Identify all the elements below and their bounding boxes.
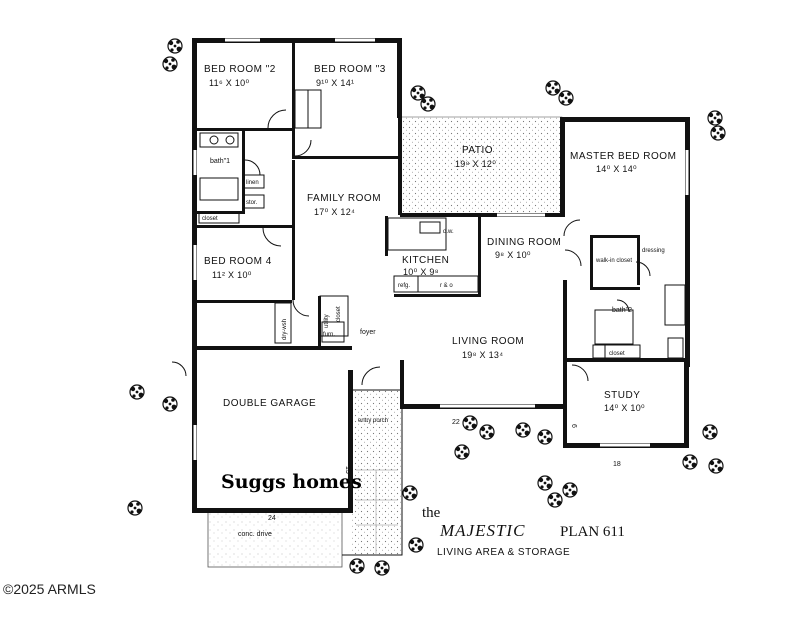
- kitchen-name: KITCHEN: [402, 255, 449, 266]
- dressing-label: dressing: [642, 248, 665, 254]
- windows: [193, 38, 689, 460]
- master-dim: 14⁰ X 14⁰: [596, 164, 637, 174]
- interior-walls: [197, 43, 686, 362]
- kitchen-dim: 10⁰ X 9⁸: [403, 267, 439, 277]
- dim-24: 24: [268, 515, 276, 522]
- bedroom3-name: BED ROOM "3: [314, 64, 386, 75]
- refg-label: refg.: [398, 283, 410, 289]
- closet1-name: closet: [202, 216, 218, 222]
- bedroom2-dim: 11⁶ X 10⁰: [209, 78, 249, 88]
- plan-number: PLAN 611: [560, 524, 625, 540]
- drywash-label: dry-wsh: [282, 319, 288, 340]
- driveway-area: [207, 511, 343, 568]
- dim-22: 22: [452, 419, 460, 426]
- garage-name: DOUBLE GARAGE: [223, 398, 316, 409]
- patio-area: [399, 116, 563, 216]
- dim-6: 6: [570, 424, 577, 428]
- plan-subtitle: LIVING AREA & STORAGE: [437, 547, 570, 558]
- the-label: the: [422, 505, 441, 521]
- living-dim: 19⁸ X 13⁴: [462, 350, 503, 360]
- bedroom4-dim: 11² X 10⁰: [212, 270, 252, 280]
- closet3-label: closet: [336, 306, 342, 322]
- dim-13: 13: [344, 466, 351, 474]
- suggs-homes-logo: Suggs homes: [221, 471, 362, 493]
- room-labels: BED ROOM "2 11⁶ X 10⁰ BED ROOM "3 9¹⁰ X …: [202, 64, 676, 538]
- bedroom4-name: BED ROOM 4: [204, 256, 272, 267]
- bedroom3-dim: 9¹⁰ X 14¹: [316, 78, 354, 88]
- living-name: LIVING ROOM: [452, 336, 524, 347]
- linen-name: linen: [246, 180, 259, 186]
- family-name: FAMILY ROOM: [307, 193, 381, 204]
- drive-label: conc. drive: [238, 531, 272, 538]
- door-swings: [171, 109, 651, 386]
- study-dim: 14⁰ X 10⁰: [604, 403, 645, 413]
- entry-label: entry porch: [358, 418, 388, 424]
- dimension-labels: 22 24 13 18 6: [268, 419, 621, 522]
- dining-name: DINING ROOM: [487, 237, 561, 248]
- walkin-label: walk-in closet: [595, 258, 632, 264]
- utility-label: utility: [324, 314, 330, 328]
- bath2-name: bath"2: [612, 307, 632, 314]
- furn-label: furn.: [323, 332, 335, 338]
- plan-name: MAJESTIC: [439, 521, 525, 540]
- patio-name: PATIO: [462, 145, 493, 156]
- study-name: STUDY: [604, 390, 640, 401]
- entry-porch-area: [342, 389, 403, 556]
- bath1-name: bath"1: [210, 158, 230, 165]
- foyer-label: foyer: [360, 329, 376, 336]
- closet2-label: closet: [609, 351, 625, 357]
- dining-dim: 9⁸ X 10⁰: [495, 250, 531, 260]
- branding: Suggs homes the MAJESTIC PLAN 611 LIVING…: [3, 471, 625, 597]
- dim-18: 18: [613, 461, 621, 468]
- master-name: MASTER BED ROOM: [570, 151, 676, 162]
- patio-dim: 19⁸ X 12⁰: [455, 159, 496, 169]
- family-dim: 17⁰ X 12⁴: [314, 207, 355, 217]
- copyright-watermark: ©2025 ARMLS: [3, 581, 96, 597]
- bedroom2-name: BED ROOM "2: [204, 64, 276, 75]
- range-label: r & o: [440, 283, 453, 289]
- stor-name: stor.: [246, 200, 258, 206]
- dw-label: d.w.: [443, 229, 454, 235]
